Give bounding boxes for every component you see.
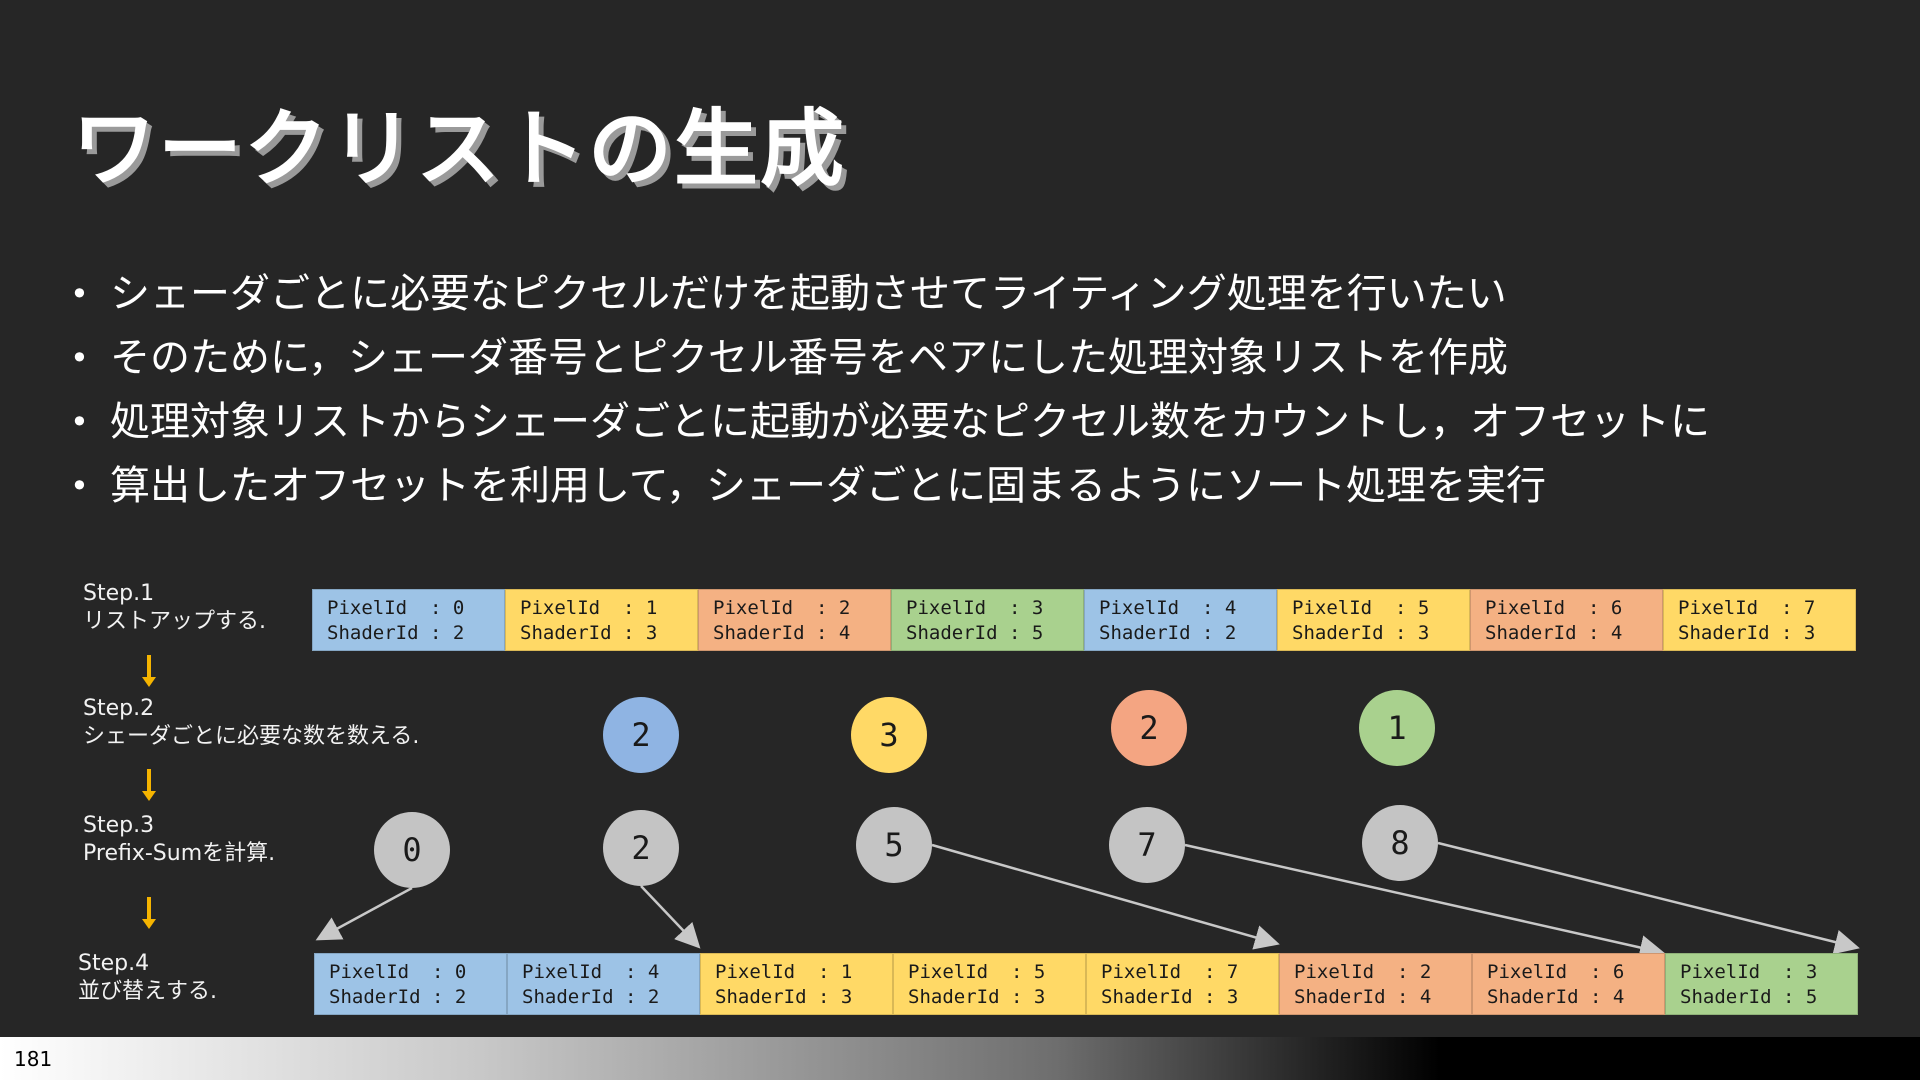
offset-arrow (315, 886, 413, 941)
offset-arrow (640, 885, 701, 949)
list-after: PixelId : 0 ShaderId : 2 PixelId : 4 Sha… (314, 953, 1858, 1015)
prefix-circle: 8 (1362, 805, 1438, 881)
footer-bar: 181 (0, 1037, 1920, 1080)
slide-title: ワークリストの生成 (72, 100, 847, 198)
count-circle-shader4: 2 (1111, 690, 1187, 766)
bullet-list: シェーダごとに必要なピクセルだけを起動させてライティング処理を行いたい そのため… (70, 262, 1710, 518)
count-circle-shader5: 1 (1359, 690, 1435, 766)
step-3-title: Step.3 (83, 813, 155, 838)
list-cell: PixelId : 5 ShaderId : 3 (1277, 589, 1470, 651)
prefix-circle: 5 (856, 807, 932, 883)
list-cell: PixelId : 2 ShaderId : 4 (1279, 953, 1472, 1015)
step-2-desc: シェーダごとに必要な数を数える. (83, 724, 420, 749)
list-cell: PixelId : 4 ShaderId : 2 (507, 953, 700, 1015)
list-cell: PixelId : 2 ShaderId : 4 (698, 589, 891, 651)
list-before: PixelId : 0 ShaderId : 2 PixelId : 1 Sha… (312, 589, 1856, 651)
list-cell: PixelId : 7 ShaderId : 3 (1663, 589, 1856, 651)
step-4-title: Step.4 (78, 951, 150, 976)
count-circle-shader2: 2 (603, 697, 679, 773)
step-4-desc: 並び替えする. (78, 979, 217, 1004)
bullet-item: 処理対象リストからシェーダごとに起動が必要なピクセル数をカウントし，オフセットに (70, 390, 1710, 454)
step-2-label: Step.2 シェーダごとに必要な数を数える. (83, 695, 419, 751)
step-1-title: Step.1 (83, 581, 155, 606)
prefix-circle: 0 (374, 812, 450, 888)
step-arrow-3 (142, 897, 156, 929)
list-cell: PixelId : 3 ShaderId : 5 (1665, 953, 1858, 1015)
prefix-circle: 7 (1109, 807, 1185, 883)
list-cell: PixelId : 3 ShaderId : 5 (891, 589, 1084, 651)
list-cell: PixelId : 6 ShaderId : 4 (1472, 953, 1665, 1015)
step-arrow-2 (142, 769, 156, 801)
step-2-title: Step.2 (83, 696, 155, 721)
step-3-label: Step.3 Prefix-Sumを計算. (83, 812, 275, 868)
offset-arrow (1437, 841, 1860, 955)
list-cell: PixelId : 6 ShaderId : 4 (1470, 589, 1663, 651)
list-cell: PixelId : 5 ShaderId : 3 (893, 953, 1086, 1015)
step-3-desc: Prefix-Sumを計算. (83, 841, 276, 866)
prefix-circle: 2 (603, 810, 679, 886)
list-cell: PixelId : 1 ShaderId : 3 (505, 589, 698, 651)
bullet-item: 算出したオフセットを利用して，シェーダごとに固まるようにソート処理を実行 (70, 454, 1710, 518)
count-circle-shader3: 3 (851, 697, 927, 773)
bullet-item: シェーダごとに必要なピクセルだけを起動させてライティング処理を行いたい (70, 262, 1710, 326)
list-cell: PixelId : 4 ShaderId : 2 (1084, 589, 1277, 651)
list-cell: PixelId : 0 ShaderId : 2 (314, 953, 507, 1015)
page-number: 181 (14, 1047, 53, 1071)
list-cell: PixelId : 0 ShaderId : 2 (312, 589, 505, 651)
bullet-item: そのために，シェーダ番号とピクセル番号をペアにした処理対象リストを作成 (70, 326, 1710, 390)
list-cell: PixelId : 7 ShaderId : 3 (1086, 953, 1279, 1015)
list-cell: PixelId : 1 ShaderId : 3 (700, 953, 893, 1015)
step-1-label: Step.1 リストアップする. (83, 580, 266, 636)
step-4-label: Step.4 並び替えする. (78, 950, 217, 1006)
step-arrow-1 (142, 655, 156, 687)
step-1-desc: リストアップする. (83, 609, 266, 634)
offset-arrow (931, 843, 1280, 950)
